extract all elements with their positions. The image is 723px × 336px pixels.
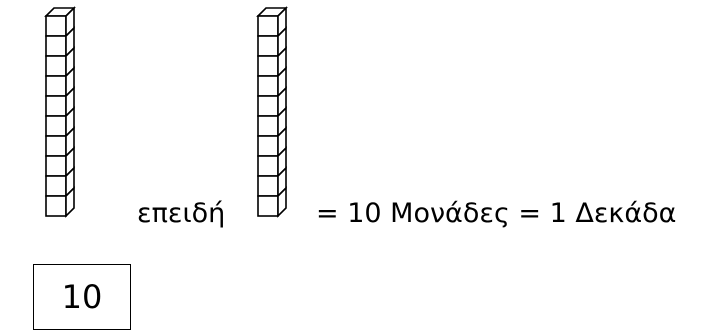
- cube: [45, 46, 75, 78]
- equation-text: = 10 Μονάδες = 1 Δεκάδα: [316, 198, 677, 229]
- number-box-value: 10: [61, 278, 103, 316]
- number-box: 10: [33, 264, 131, 330]
- ten-rod-left: [44, 6, 76, 218]
- because-word: επειδή: [137, 198, 226, 229]
- cube: [45, 186, 75, 218]
- ten-rod-right: [256, 6, 288, 218]
- cube: [257, 186, 287, 218]
